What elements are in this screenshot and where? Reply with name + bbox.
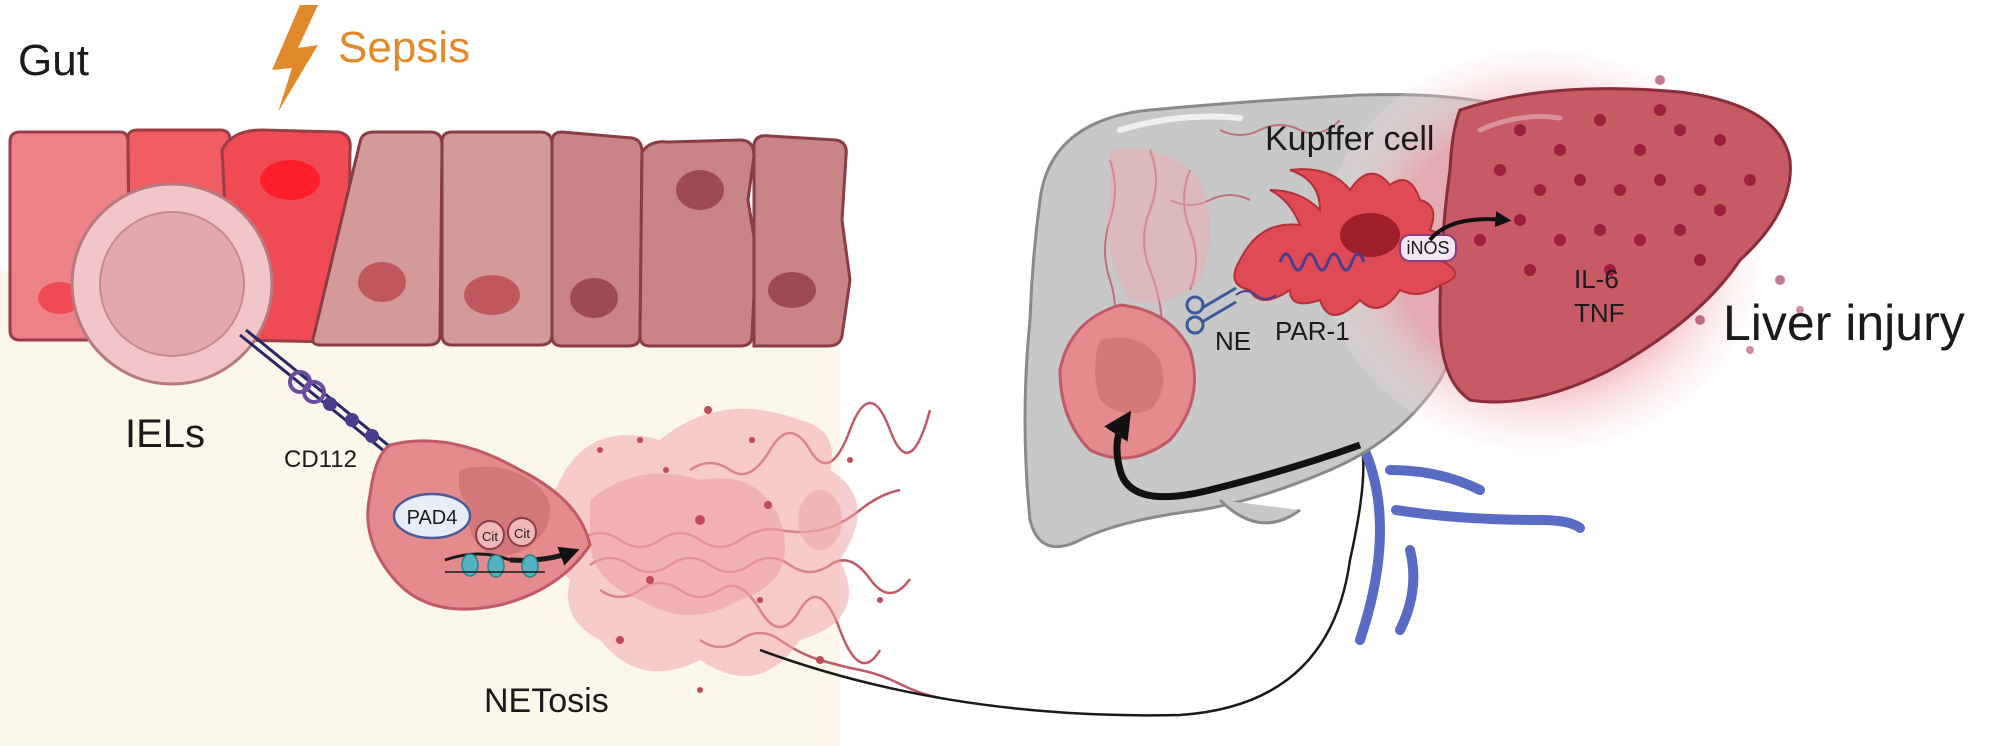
sepsis-label: Sepsis [338, 23, 470, 72]
liver-injury-label: Liver injury [1723, 295, 1965, 351]
par1-label: PAR-1 [1275, 316, 1350, 346]
liver-net-cloud [1107, 148, 1210, 303]
epithelial-nucleus [358, 262, 406, 302]
gut-section [0, 128, 941, 746]
netosis-label: NETosis [484, 682, 609, 720]
cit-label-2: Cit [514, 526, 530, 541]
epithelial-nucleus [260, 160, 320, 200]
epithelial-cell [752, 134, 852, 348]
cytokine-dots [1474, 75, 1804, 354]
cit-label-1: Cit [482, 529, 498, 544]
hepatic-vessels [1355, 435, 1585, 645]
scissors-icon [1185, 286, 1237, 335]
iel-cell [70, 182, 274, 386]
curved-arrow-icon [1104, 410, 1362, 501]
inos-box [1399, 234, 1457, 262]
inos-label: iNOS [1406, 238, 1449, 258]
injured-liver-highlight [1477, 114, 1563, 133]
net-cloud [547, 408, 858, 676]
inos-arrow-icon [1428, 211, 1512, 242]
circulation-line [759, 439, 1365, 717]
net-particles [597, 406, 883, 693]
epithelial-nucleus [768, 272, 816, 308]
citrulline-marker-1 [475, 520, 505, 550]
liver-injured-lobe [1438, 87, 1792, 404]
citrulline-marker-2 [507, 517, 537, 547]
il6-label: IL-6 [1574, 264, 1619, 294]
ne-cleavage-strand [1235, 290, 1277, 300]
iels-label: IELs [125, 412, 205, 456]
liver-neutrophil [1058, 303, 1196, 460]
epithelial-nucleus [570, 278, 618, 318]
gut-label: Gut [18, 36, 89, 85]
kupffer-cell-label: Kupffer cell [1265, 120, 1434, 158]
pad4-label: PAD4 [407, 507, 458, 529]
pad4-enzyme [392, 492, 472, 540]
epithelial-nucleus [676, 170, 724, 210]
liver-section [1023, 50, 1804, 645]
histone-beads [461, 553, 539, 578]
liver-highlight [1117, 113, 1243, 133]
epithelial-nucleus [464, 275, 520, 315]
liver-gallbladder [1218, 498, 1301, 525]
epithelial-cell [311, 130, 444, 347]
ne-label: NE [1215, 326, 1251, 356]
lightning-bolt-icon [272, 5, 318, 112]
kupffer-cell [1233, 168, 1456, 316]
par1-receptor [1278, 252, 1366, 272]
tnf-label: TNF [1574, 298, 1625, 328]
cd112-label: CD112 [284, 446, 357, 473]
